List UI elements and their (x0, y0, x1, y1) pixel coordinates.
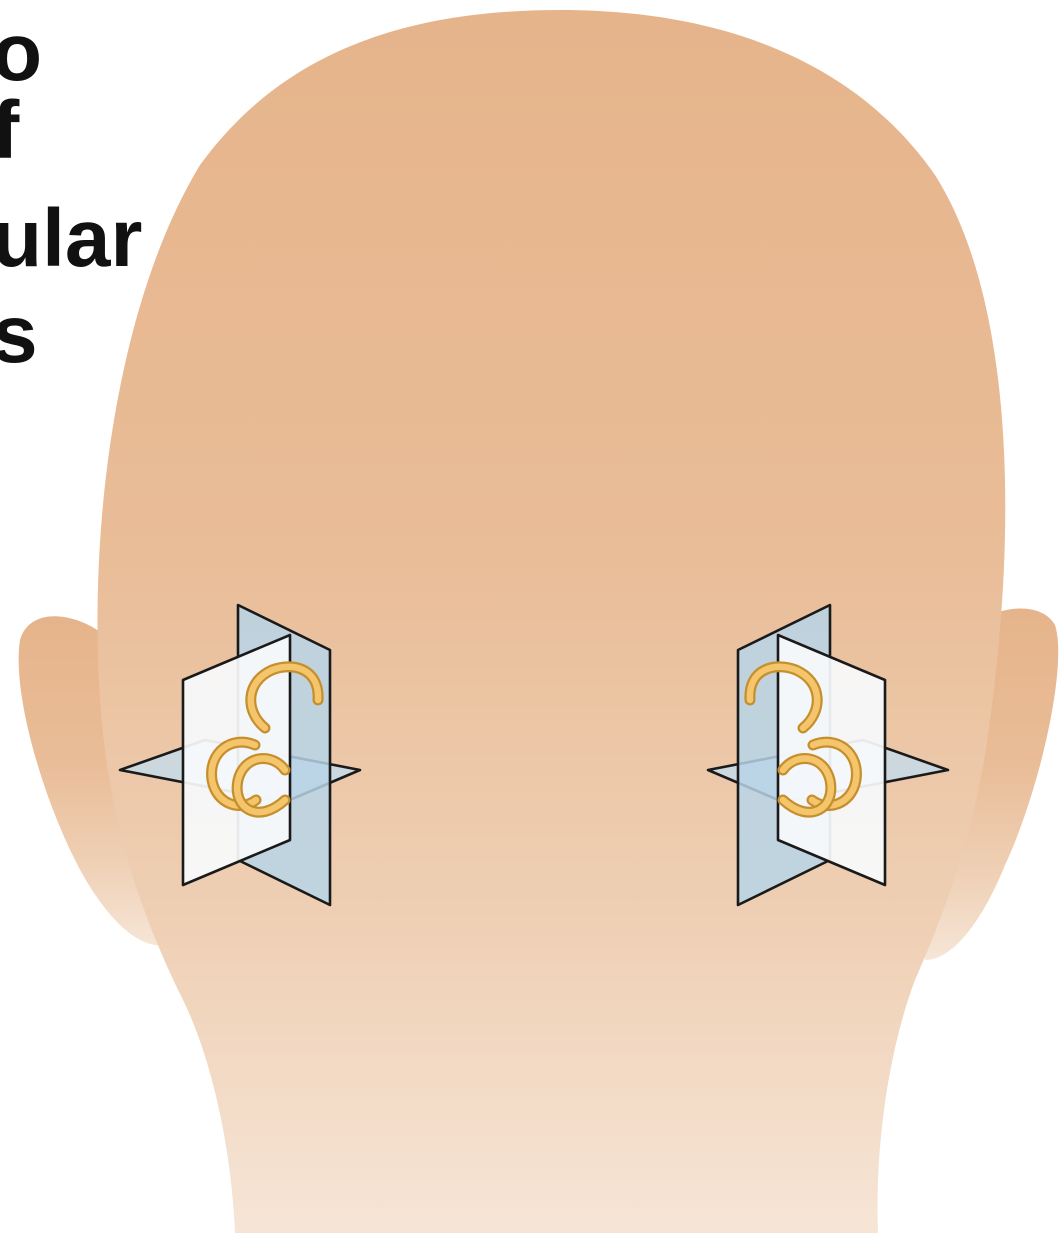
head-silhouette (19, 10, 1059, 1233)
title-line-2: f (0, 85, 20, 176)
title-line-4: s (0, 289, 38, 380)
title-line-3: ular (0, 193, 142, 284)
head-shape (97, 10, 1005, 1233)
title-text: o f ular s (0, 7, 142, 380)
